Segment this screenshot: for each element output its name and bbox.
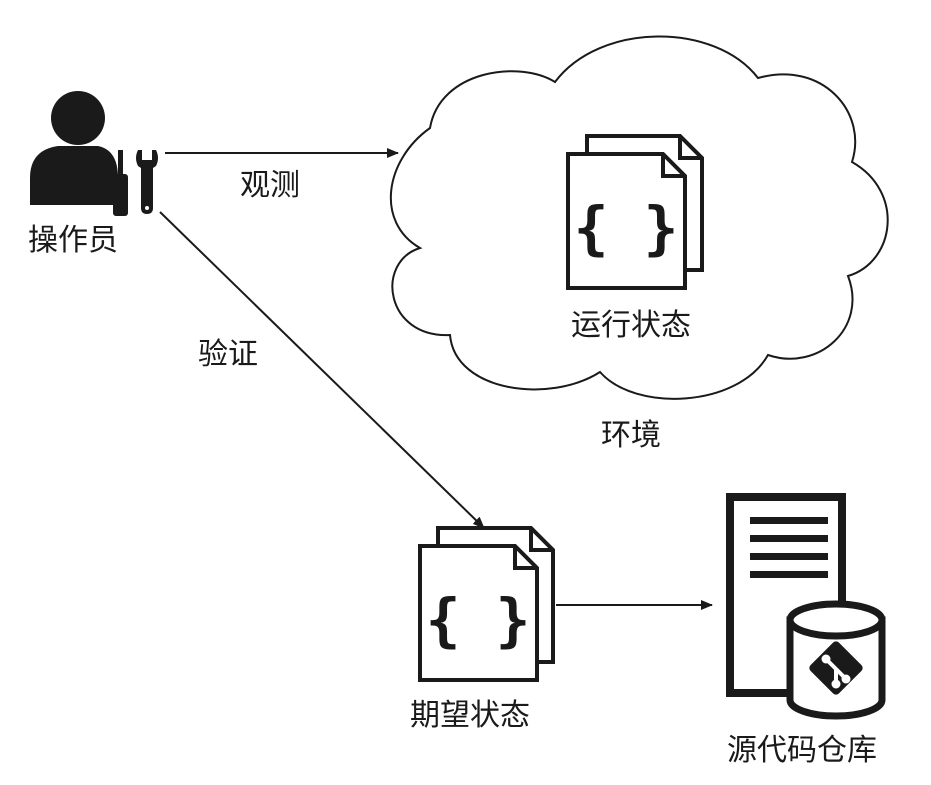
operator-label: 操作员 [28,223,118,258]
source-repo-label: 源代码仓库 [727,733,877,768]
runtime-state-label: 运行状态 [571,308,691,343]
repository-icon [726,493,886,720]
desired-state-label: 期望状态 [410,698,530,733]
verify-arrow [159,211,485,529]
environment-label: 环境 [601,418,661,453]
operator-icon [30,91,158,216]
observe-label: 观测 [240,168,300,203]
git-database-icon [786,600,886,720]
desired-state-braces: { } [426,586,531,654]
runtime-state-document-icon: { } [566,134,704,290]
runtime-state-braces: { } [574,194,679,262]
desired-state-document-icon: { } [418,526,555,682]
verify-label: 验证 [198,337,258,372]
